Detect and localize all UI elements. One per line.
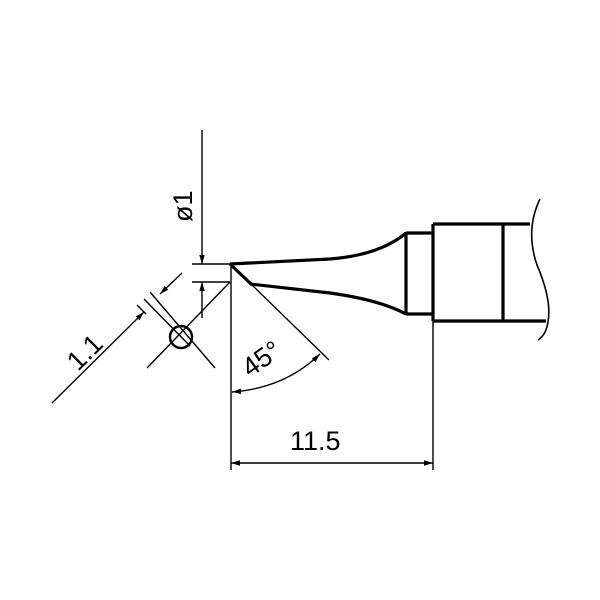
tip-body (431, 222, 546, 323)
tip-lower-edge (249, 282, 407, 316)
chamfer-center-line (146, 281, 231, 369)
chamfer-label: 1.1 (61, 328, 109, 376)
break-line (530, 198, 550, 341)
angle-leg (250, 283, 330, 361)
tip-bevel-edge (228, 262, 253, 286)
diameter-dimension: ø1 (168, 130, 230, 318)
tip-collar (404, 231, 433, 316)
dimension-line (159, 272, 183, 295)
extension-line (136, 304, 147, 315)
diameter-label: ø1 (168, 190, 198, 222)
angle-label: 45° (236, 335, 287, 383)
angle-arc (231, 353, 321, 395)
tip-upper-edge (229, 231, 408, 266)
tip-outline (228, 198, 550, 341)
dimension-line (51, 311, 145, 404)
extension-line (149, 291, 216, 369)
length-label: 11.5 (290, 426, 341, 456)
length-dimension: 11.5 (231, 321, 434, 470)
chamfer-dimension: 1.1 (51, 272, 231, 404)
diameter-symbol-circle (168, 324, 194, 350)
extension-line (143, 298, 191, 347)
